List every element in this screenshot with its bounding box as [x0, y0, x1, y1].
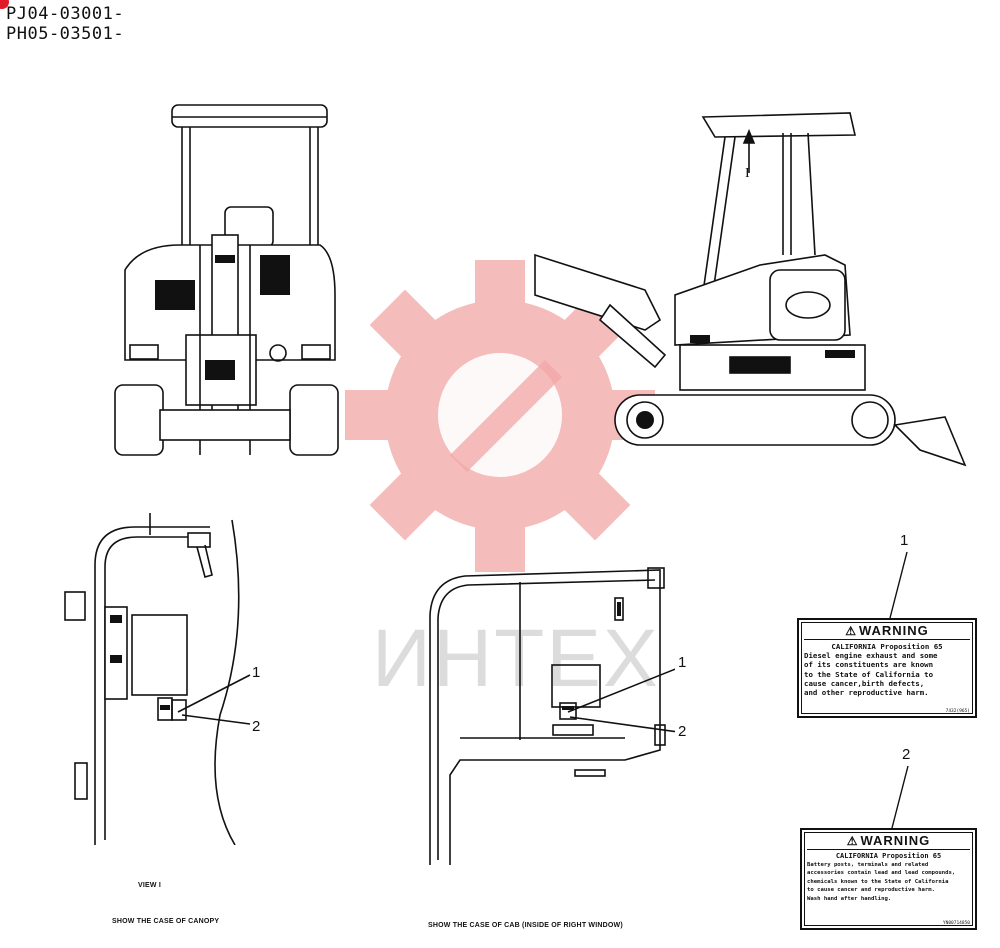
label-2-leader-line [891, 765, 909, 829]
canopy-caption: SHOW THE CASE OF CANOPY [112, 918, 220, 925]
warning-label-2-line: CALIFORNIA Proposition 65 [835, 852, 942, 860]
warning-label-2-title: ⚠WARNING [807, 833, 970, 850]
excavator-front-view [114, 104, 339, 456]
warning-label-2-line: chemicals known to the State of Californ… [807, 878, 949, 885]
warning-label-2-line: accessories contain lead and lead compou… [807, 870, 956, 877]
canopy-callout-1: 1 [252, 664, 261, 681]
excavator-side-view [534, 112, 967, 467]
cab-detail-view [429, 567, 675, 865]
watermark-text: ИНТЕХ [372, 613, 660, 704]
label-1-leader-line [889, 551, 908, 619]
serial-range-2: PH05-03501- [6, 24, 125, 44]
canopy-detail-view [64, 513, 251, 845]
warning-label-1: ⚠WARNING CALIFORNIA Proposition 65 Diese… [797, 618, 977, 718]
warning-label-1-code: 7432(965) [945, 709, 970, 714]
warning-label-1-line: Diesel engine exhaust and some [804, 651, 938, 661]
warning-label-2-code: YN00714850 [942, 921, 970, 926]
warning-label-1-line: to the State of California to [804, 669, 934, 679]
label-2-callout: 2 [902, 746, 911, 763]
canopy-callout-2: 2 [252, 718, 261, 735]
warning-label-2-line: Wash hand after handling. [807, 895, 892, 902]
arrow-view-label: I [745, 166, 750, 181]
warning-triangle-icon: ⚠ [846, 834, 859, 848]
warning-label-2: ⚠WARNING CALIFORNIA Proposition 65 Batte… [800, 828, 977, 930]
warning-label-1-line: and other reproductive harm. [804, 688, 929, 698]
marker-dot [0, 0, 9, 9]
cab-caption: SHOW THE CASE OF CAB (INSIDE OF RIGHT WI… [428, 922, 623, 929]
warning-triangle-icon: ⚠ [845, 624, 857, 638]
warning-label-2-line: to cause cancer and reproductive harm. [807, 887, 935, 894]
cab-callout-2: 2 [678, 723, 687, 740]
warning-label-1-title: ⚠WARNING [804, 623, 970, 640]
warning-label-1-line: CALIFORNIA Proposition 65 [831, 642, 943, 651]
warning-label-1-line: of its constituents are known [804, 660, 934, 670]
label-1-callout: 1 [900, 532, 909, 549]
view-label: VIEW I [138, 882, 161, 889]
warning-label-2-line: Battery posts, terminals and related [807, 861, 929, 868]
warning-label-1-line: cause cancer,birth defects, [804, 678, 925, 688]
serial-range-1: PJ04-03001- [6, 4, 125, 24]
cab-callout-1: 1 [678, 654, 687, 671]
